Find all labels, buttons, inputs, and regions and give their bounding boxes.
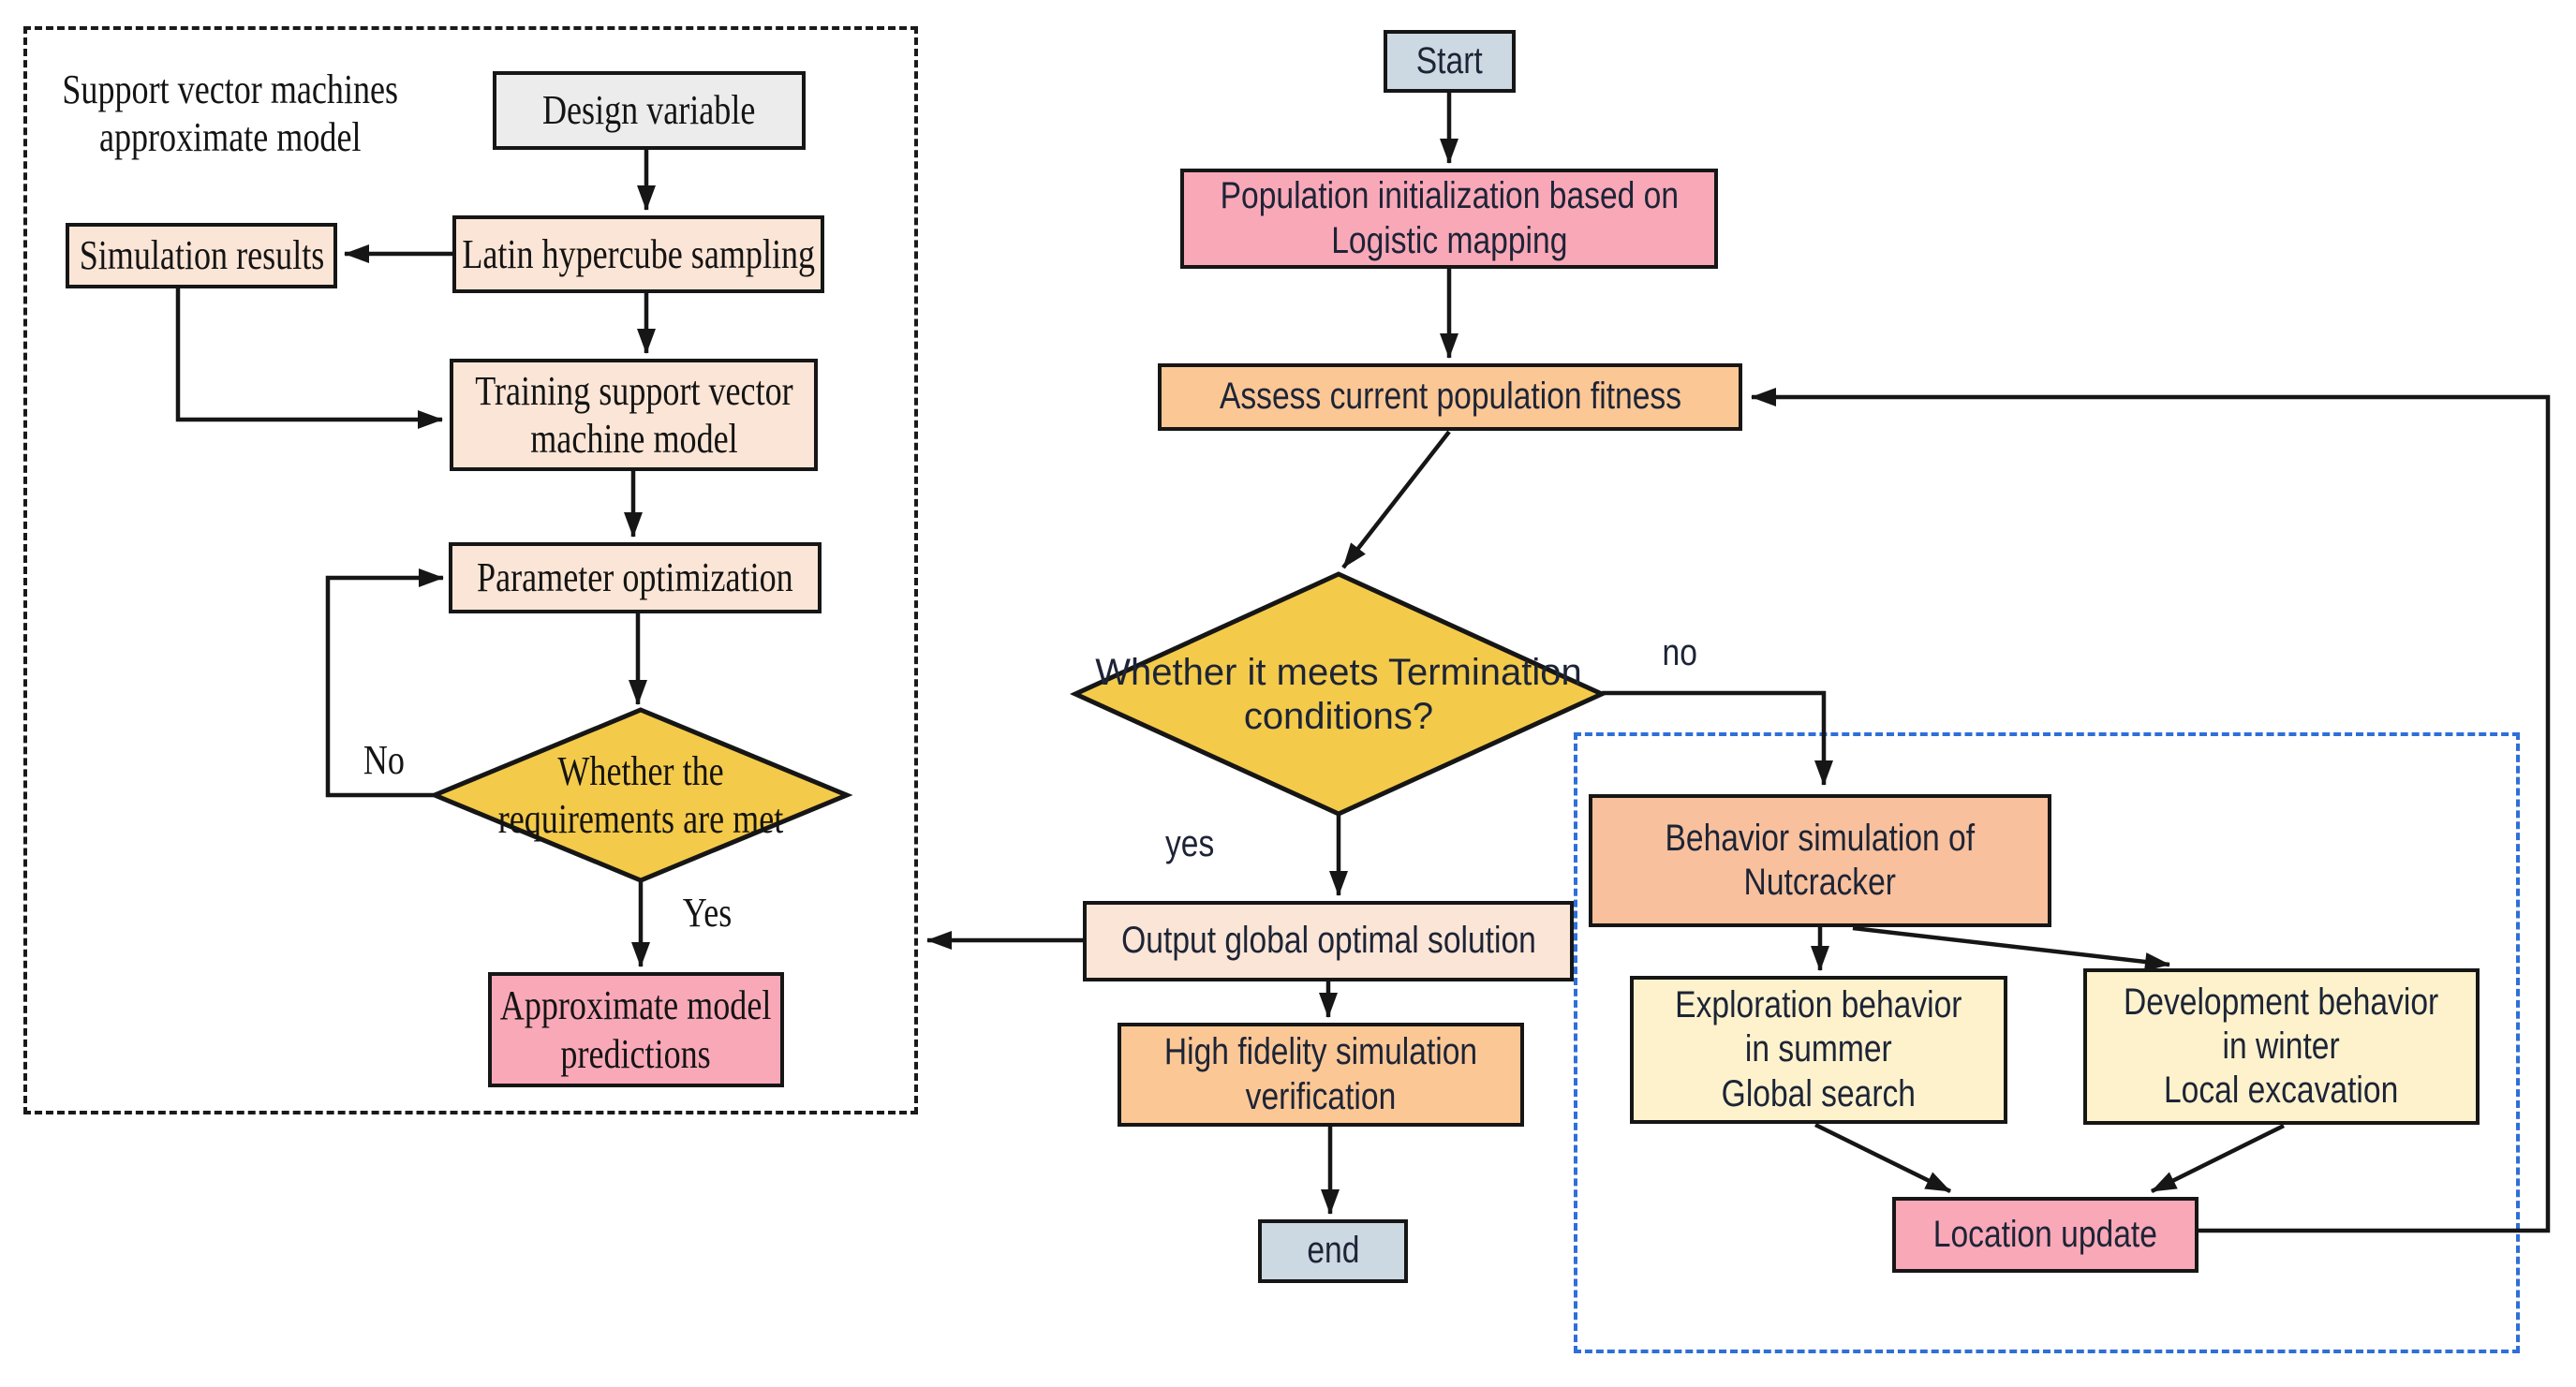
node-simulation-results: Simulation results bbox=[66, 223, 337, 288]
node-parameter-optimization: Parameter optimization bbox=[449, 542, 822, 613]
arrow-exploration-to-location bbox=[1814, 1122, 1951, 1194]
arrow-assess-to-termination bbox=[1341, 430, 1451, 569]
arrow-location-feedback-to-assess bbox=[1751, 388, 2551, 1233]
node-start: Start bbox=[1384, 30, 1516, 93]
edge-label-no-right: no bbox=[1662, 632, 1697, 674]
node-output-global-optimal-solution: Output global optimal solution bbox=[1083, 901, 1574, 981]
arrow-simulation-to-training bbox=[175, 288, 443, 429]
svm-approximate-model-group bbox=[23, 26, 918, 1114]
node-latin-hypercube-sampling: Latin hypercube sampling bbox=[452, 215, 824, 293]
requirements-decision-diamond bbox=[428, 707, 853, 883]
node-exploration-behavior-summer: Exploration behavior in summer Global se… bbox=[1630, 976, 2007, 1124]
arrow-requirements-no-loop bbox=[325, 568, 444, 798]
node-design-variable: Design variable bbox=[493, 71, 806, 150]
arrow-behavior-to-development bbox=[1852, 925, 2170, 971]
edge-label-no-left: No bbox=[363, 737, 406, 784]
edge-label-yes-right: yes bbox=[1164, 823, 1215, 865]
node-population-initialization: Population initialization based on Logis… bbox=[1180, 169, 1718, 269]
svm-group-title: Support vector machines approximate mode… bbox=[62, 66, 399, 160]
node-location-update: Location update bbox=[1892, 1197, 2198, 1273]
node-approximate-model-predictions: Approximate model predictions bbox=[488, 972, 784, 1087]
termination-decision-diamond bbox=[1069, 571, 1608, 817]
node-high-fidelity-verification: High fidelity simulation verification bbox=[1118, 1023, 1524, 1127]
node-end: end bbox=[1258, 1219, 1408, 1283]
node-assess-population-fitness: Assess current population fitness bbox=[1158, 363, 1742, 431]
arrow-termination-no bbox=[1602, 690, 1833, 786]
nutcracker-behavior-group bbox=[1574, 732, 2520, 1353]
node-training-svm-model: Training support vector machine model bbox=[450, 359, 818, 471]
arrow-development-to-location bbox=[2150, 1123, 2286, 1194]
node-behavior-simulation-nutcracker: Behavior simulation of Nutcracker bbox=[1589, 794, 2051, 927]
node-development-behavior-winter: Development behavior in winter Local exc… bbox=[2083, 968, 2480, 1125]
edge-label-yes-left: Yes bbox=[682, 890, 733, 937]
